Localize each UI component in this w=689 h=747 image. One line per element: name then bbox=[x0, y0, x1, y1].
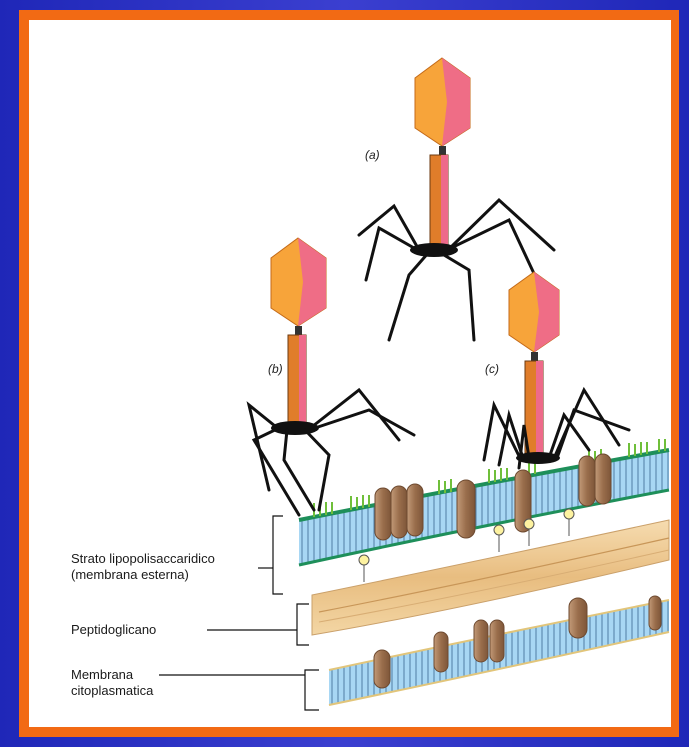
cytoplasmic-membrane-label-line2: citoplasmatica bbox=[71, 683, 153, 699]
phage-label-b: (b) bbox=[268, 362, 283, 376]
phage-label-a: (a) bbox=[365, 148, 380, 162]
cytoplasmic-membrane-label-line1: Membrana bbox=[71, 667, 153, 683]
outer-membrane-label: Strato lipopolisaccaridico (membrana est… bbox=[71, 551, 215, 583]
outer-membrane-label-line2: (membrana esterna) bbox=[71, 567, 215, 583]
peptidoglycan-label: Peptidoglicano bbox=[71, 622, 156, 638]
diagram-panel: (a) (b) (c) Strato lipopolisaccaridico (… bbox=[19, 10, 679, 737]
bacteriophage-icon bbox=[249, 238, 414, 515]
label-brackets bbox=[159, 516, 319, 710]
bacteriophage-icon bbox=[484, 272, 629, 468]
phage-label-c: (c) bbox=[485, 362, 499, 376]
outer-membrane-label-line1: Strato lipopolisaccaridico bbox=[71, 551, 215, 567]
cytoplasmic-membrane-label: Membrana citoplasmatica bbox=[71, 667, 153, 699]
